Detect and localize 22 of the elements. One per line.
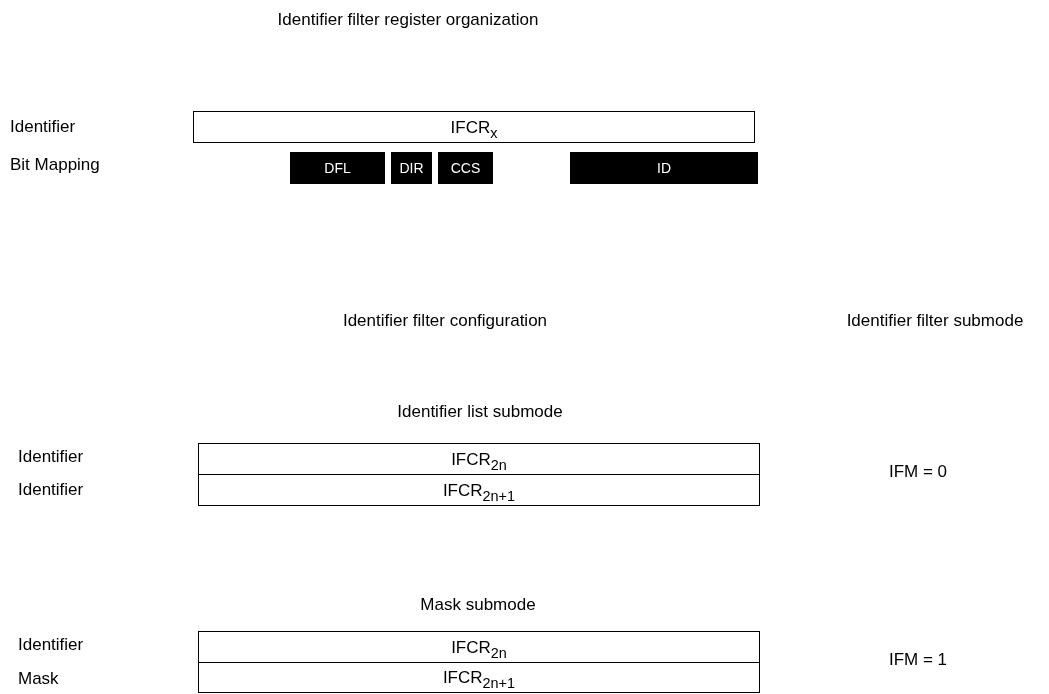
text-label: IFM = 1	[888, 650, 948, 670]
register-box: IFCR$_{2n+1}$	[198, 474, 760, 506]
register-box: IFCR$_{2n}$	[198, 631, 760, 663]
text-label: Identifier list submode	[397, 402, 563, 422]
text-label: Identifier filter submode	[846, 311, 1024, 331]
text-label: Identifier	[18, 480, 84, 500]
text-label: Identifier	[18, 447, 84, 467]
register-box: IFCR$_{2n+1}$	[198, 662, 760, 693]
diagram-title: Identifier filter register organization	[277, 10, 539, 30]
bit-field-bar: DIR	[391, 152, 432, 184]
text-label: IFM = 0	[888, 462, 948, 482]
bit-field-bar: CCS	[438, 152, 493, 184]
text-label: Bit Mapping	[10, 155, 100, 175]
text-label: Mask submode	[420, 595, 536, 615]
text-label: Mask	[18, 669, 59, 689]
register-box: IFCR$_{x}$	[193, 111, 755, 143]
register-box: IFCR$_{2n}$	[198, 443, 760, 475]
text-label: Identifier	[18, 635, 84, 655]
text-label: Identifier filter configuration	[342, 311, 548, 331]
bit-field-bar: DFL	[290, 152, 385, 184]
bit-field-bar: ID	[570, 152, 758, 184]
text-label: Identifier	[10, 117, 76, 137]
